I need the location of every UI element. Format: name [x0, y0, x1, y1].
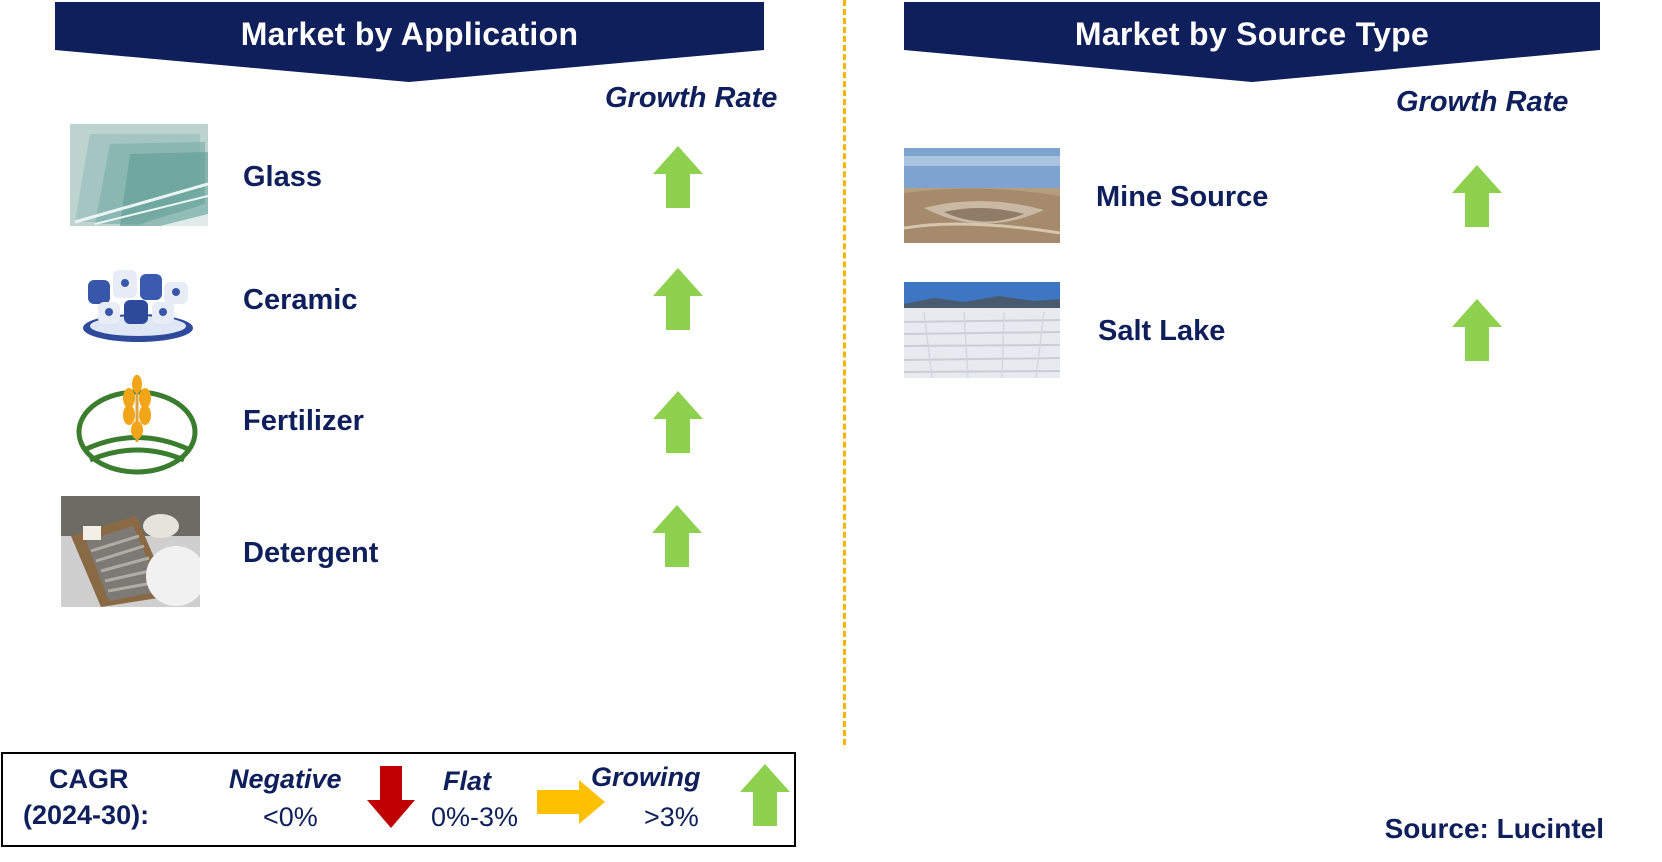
growing-arrow-icon: [1452, 165, 1502, 227]
left-panel-banner: Market by Application: [55, 2, 764, 82]
source-attribution: Source: Lucintel: [1384, 813, 1604, 844]
right-panel-title: Market by Source Type: [1074, 16, 1430, 52]
item-label-glass: Glass: [243, 161, 322, 193]
growing-arrow-icon: [653, 268, 703, 330]
growing-arrow-icon: [653, 391, 703, 453]
banner-shape: [55, 2, 764, 82]
item-label-salt-lake: Salt Lake: [1098, 315, 1226, 347]
item-label-ceramic: Ceramic: [243, 284, 358, 316]
legend-negative-label: Negative: [229, 764, 342, 794]
item-label-mine-source: Mine Source: [1096, 181, 1269, 213]
growing-arrow-icon: [1452, 299, 1502, 361]
growing-arrow-icon: [740, 764, 790, 826]
negative-arrow-icon: [367, 766, 415, 828]
item-label-fertilizer: Fertilizer: [243, 405, 364, 437]
legend-growing-value: >3%: [644, 802, 699, 832]
banner-shape: [904, 2, 1600, 82]
growing-arrow-icon: [652, 505, 702, 567]
flat-arrow-icon: [537, 780, 605, 824]
right-panel-banner: Market by Source Type: [904, 2, 1600, 82]
washboard-laundry-image: [61, 496, 200, 607]
fertilizer-wheat-logo: [74, 370, 200, 476]
glass-sheets-image: [70, 124, 208, 226]
legend-growing-label: Growing: [591, 762, 701, 792]
left-growth-rate-header: Growth Rate: [605, 82, 778, 114]
item-label-detergent: Detergent: [243, 537, 379, 569]
legend-flat-label: Flat: [443, 766, 492, 796]
cagr-legend: CAGR (2024-30): Negative <0% Flat 0%-3% …: [1, 752, 796, 847]
left-panel-title: Market by Application: [240, 16, 579, 52]
legend-flat-value: 0%-3%: [431, 802, 519, 832]
ceramic-tableware-image: [68, 250, 208, 348]
growing-arrow-icon: [653, 146, 703, 208]
legend-negative-value: <0%: [263, 802, 318, 832]
open-pit-mine-image: [904, 148, 1060, 243]
salt-flat-image: [904, 282, 1060, 378]
legend-cagr-label-line2: (2024-30):: [23, 800, 150, 830]
panel-divider: [843, 0, 846, 745]
right-growth-rate-header: Growth Rate: [1396, 86, 1569, 118]
legend-cagr-label-line1: CAGR: [49, 764, 129, 794]
